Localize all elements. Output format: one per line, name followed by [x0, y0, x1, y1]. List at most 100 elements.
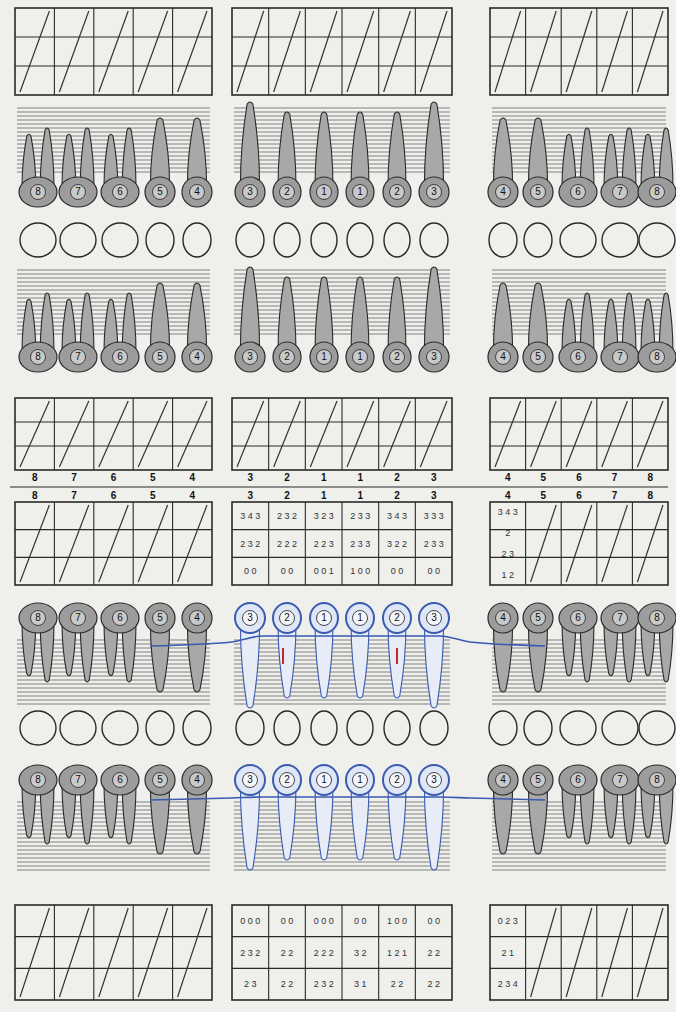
tooth-figure	[383, 112, 411, 207]
slash-mark	[531, 11, 557, 92]
tooth-figure	[273, 765, 301, 860]
number-ring	[243, 185, 258, 200]
occlusal-outline	[311, 223, 337, 257]
tooth-figure	[638, 765, 676, 844]
probing-value: 2 2	[427, 980, 440, 989]
tooth-number: 4	[500, 775, 506, 785]
measure-line	[492, 842, 666, 843]
measure-line	[492, 140, 666, 141]
tooth-number: 8	[654, 352, 660, 362]
measure-line	[492, 830, 666, 831]
measure-line	[234, 862, 450, 863]
measure-line	[17, 270, 210, 271]
measure-line	[234, 298, 450, 299]
measure-line	[492, 172, 666, 173]
measure-line	[492, 326, 666, 327]
probing-value: 2 3 2	[240, 948, 260, 957]
measure-line	[492, 152, 666, 153]
number-ring	[243, 611, 258, 626]
probing-value: 2 3 2	[314, 980, 334, 989]
measure-line	[17, 116, 210, 117]
tooth-number: 1	[321, 187, 327, 197]
tooth-crown	[601, 765, 639, 795]
number-ring	[31, 350, 46, 365]
number-ring	[113, 773, 128, 788]
tooth-root	[528, 624, 547, 692]
grid-line	[415, 398, 416, 470]
tooth-crown	[346, 603, 374, 633]
tooth-crown	[523, 177, 553, 207]
tooth-number: 2	[284, 491, 290, 501]
tooth-number: 2	[284, 473, 290, 483]
grid-frame	[15, 905, 212, 1000]
tooth-figure	[101, 128, 139, 207]
tooth-number: 4	[505, 491, 511, 501]
slash-mark	[178, 11, 207, 92]
grid-line	[133, 905, 134, 1000]
chart-grid	[15, 905, 212, 1000]
occlusal-outlines	[20, 711, 675, 745]
grid-line	[490, 936, 668, 937]
tooth-crown	[638, 342, 676, 372]
tooth-number: 3	[247, 187, 253, 197]
tooth-figure	[59, 128, 97, 207]
probing-value: 2 2 3	[314, 539, 334, 548]
tooth-number: 1	[357, 352, 363, 362]
number-ring	[427, 773, 442, 788]
tooth-number: 5	[157, 352, 163, 362]
tooth-crown	[235, 342, 265, 372]
tooth-figure	[346, 112, 374, 207]
tooth-number: 2	[394, 613, 400, 623]
slash-mark	[59, 401, 88, 467]
tooth-root	[187, 283, 206, 351]
slash-mark	[59, 505, 88, 582]
occlusal-outline	[274, 223, 300, 257]
tooth-crown	[182, 342, 212, 372]
slash-mark	[637, 401, 663, 467]
tooth-crown	[273, 342, 301, 372]
measure-line	[492, 124, 666, 125]
measure-line	[234, 846, 450, 847]
tooth-crown	[273, 177, 301, 207]
tooth-number: 8	[654, 613, 660, 623]
tooth-number: 3	[247, 352, 253, 362]
tooth-root	[388, 624, 406, 698]
tooth-crown	[235, 603, 265, 633]
occlusal-outline	[60, 223, 96, 257]
tooth-number: 7	[75, 352, 81, 362]
number-ring	[190, 611, 205, 626]
grid-line	[632, 502, 633, 585]
tooth-number: 7	[617, 775, 623, 785]
slash-mark	[384, 401, 411, 467]
tooth-figure	[523, 765, 553, 854]
tooth-figure	[383, 277, 411, 372]
grid-line	[133, 398, 134, 470]
tooth-root	[150, 624, 169, 692]
probing-value: 2 3 3	[350, 539, 370, 548]
tooth-root	[187, 624, 206, 692]
tooth-figure	[310, 765, 338, 860]
tooth-figure	[638, 128, 676, 207]
slash-mark	[420, 11, 447, 92]
tooth-crown	[559, 342, 597, 372]
tooth-root	[424, 102, 443, 186]
probing-value: 2 2 2	[277, 539, 297, 548]
tooth-figure	[310, 112, 338, 207]
tooth-figure	[59, 293, 97, 372]
grid-line	[15, 65, 212, 66]
number-ring	[390, 350, 405, 365]
grid-frame	[490, 398, 668, 470]
grid-line	[93, 502, 94, 585]
grid-line	[172, 8, 173, 95]
tooth-number: 4	[500, 187, 506, 197]
measure-line	[17, 846, 210, 847]
tooth-root	[493, 283, 512, 351]
slash-mark	[20, 505, 49, 582]
probing-value: 2 3	[502, 549, 515, 558]
tooth-crown	[488, 765, 518, 795]
tooth-figure	[235, 765, 265, 870]
tooth-figure	[310, 603, 338, 698]
tooth-crown	[145, 603, 175, 633]
slash-mark	[178, 401, 207, 467]
slash-mark	[310, 401, 337, 467]
